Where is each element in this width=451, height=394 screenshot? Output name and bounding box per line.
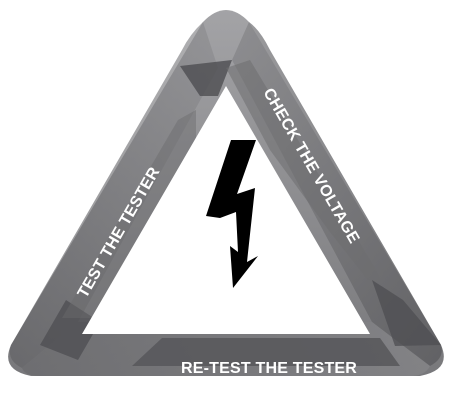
step-label-retest-tester: RE-TEST THE TESTER [181, 360, 357, 377]
